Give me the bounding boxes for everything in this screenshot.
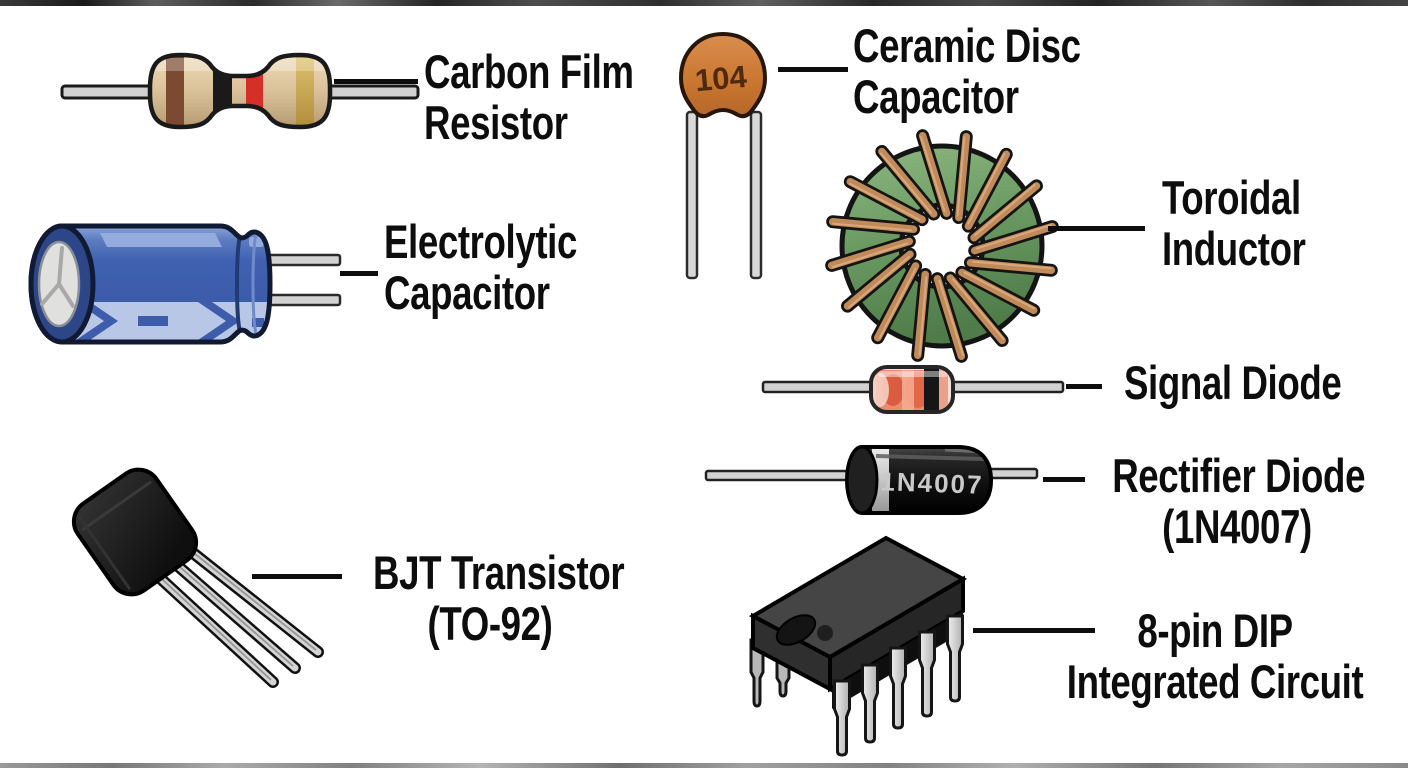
diode-lead xyxy=(704,469,860,482)
label-line: 8-pin DIP xyxy=(1137,604,1293,657)
label-ceramic-disc-capacitor: Ceramic Disc Capacitor xyxy=(853,20,1081,122)
bottom-edge-artifact xyxy=(0,763,1408,768)
label-line: Capacitor xyxy=(384,266,550,319)
ic-notch xyxy=(775,614,817,646)
label-rectifier-diode: Rectifier Diode (1N4007) xyxy=(1112,449,1366,553)
rectifier-diode-graphic: 1N4007 xyxy=(704,445,1039,515)
bjt-transistor-graphic xyxy=(71,467,324,688)
capacitor-marking: 104 xyxy=(694,59,749,98)
resistor-band-red xyxy=(246,55,263,127)
label-line: Resistor xyxy=(424,96,568,149)
toroidal-inductor-graphic xyxy=(832,136,1053,357)
leader-rectifier-diode xyxy=(1043,477,1085,482)
label-electrolytic-capacitor: Electrolytic Capacitor xyxy=(384,216,577,318)
label-line: Carbon Film xyxy=(424,45,634,98)
transistor-body xyxy=(71,467,199,597)
dip-ic-graphic xyxy=(748,535,968,757)
ic-pin1-dot xyxy=(817,625,833,641)
capacitor-lead xyxy=(264,293,342,307)
label-line: Electrolytic xyxy=(384,215,577,268)
diode-cathode-band xyxy=(924,367,939,412)
leader-electrolytic-capacitor xyxy=(340,271,378,276)
label-bjt-transistor: BJT Transistor (TO-92) xyxy=(373,546,625,650)
diode-lead xyxy=(987,467,1039,480)
label-line: Rectifier Diode xyxy=(1112,449,1366,502)
signal-diode-graphic xyxy=(761,365,1065,414)
transistor-leads xyxy=(142,539,324,688)
capacitor-leg xyxy=(685,110,699,280)
label-line: Ceramic Disc xyxy=(853,19,1081,72)
rectifier-marking: 1N4007 xyxy=(880,466,984,500)
label-line: (1N4007) xyxy=(1162,500,1312,553)
label-dip-ic: 8-pin DIP Integrated Circuit xyxy=(1066,604,1364,708)
label-line: Toroidal xyxy=(1162,171,1301,224)
label-carbon-film-resistor: Carbon Film Resistor xyxy=(424,46,634,148)
label-line: Capacitor xyxy=(853,70,1019,123)
leader-bjt-transistor xyxy=(252,574,342,579)
top-edge-artifact xyxy=(0,0,1408,6)
ic-front-pins xyxy=(833,614,964,757)
resistor-band-gold xyxy=(296,55,314,127)
capacitor-lead xyxy=(264,253,342,267)
label-line: Inductor xyxy=(1162,222,1306,275)
label-line: BJT Transistor xyxy=(373,546,625,599)
carbon-film-resistor-graphic xyxy=(60,52,420,130)
capacitor-leg xyxy=(749,110,763,280)
label-toroidal-inductor: Toroidal Inductor xyxy=(1162,172,1306,274)
ceramic-disc-capacitor-graphic: 104 xyxy=(678,31,768,280)
resistor-band-brown xyxy=(166,55,184,127)
leader-toroidal-inductor xyxy=(1048,226,1145,231)
leader-carbon-film-resistor xyxy=(334,79,418,84)
ceramic-disc-body xyxy=(678,31,768,119)
label-line: Signal Diode xyxy=(1124,356,1342,409)
label-line: (TO-92) xyxy=(427,597,553,650)
electrolytic-capacitor-graphic xyxy=(28,223,342,345)
resistor-band-black xyxy=(213,55,232,127)
leader-ceramic-disc-capacitor xyxy=(778,67,848,72)
leader-dip-ic xyxy=(973,628,1095,633)
label-line: Integrated Circuit xyxy=(1066,655,1364,708)
resistor-body xyxy=(150,55,330,127)
label-signal-diode: Signal Diode xyxy=(1124,356,1342,409)
leader-signal-diode xyxy=(1066,384,1102,389)
